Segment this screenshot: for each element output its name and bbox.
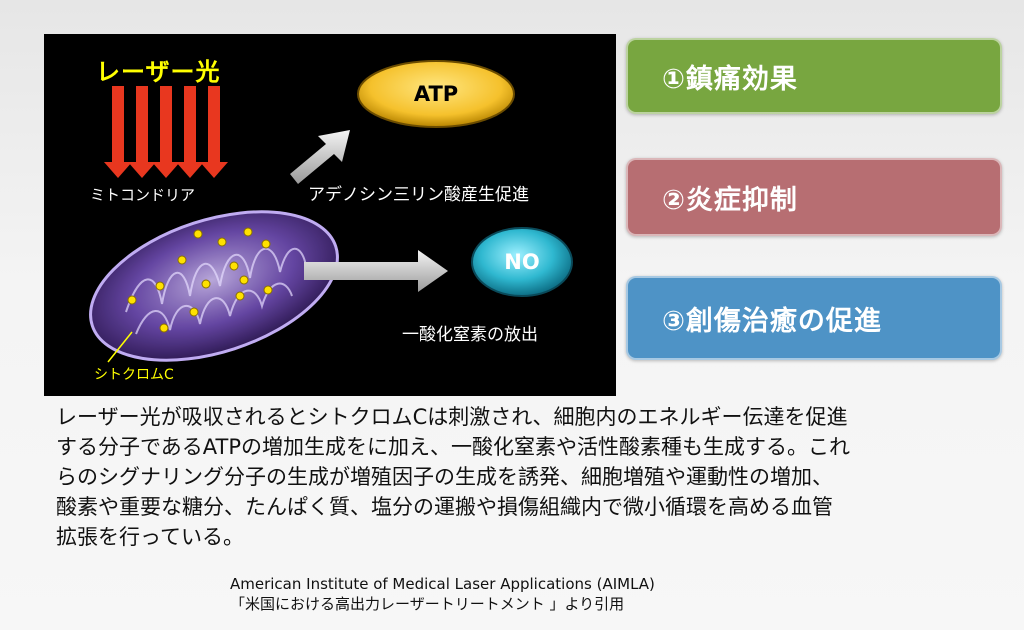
source-citation: American Institute of Medical Laser Appl…: [230, 574, 655, 614]
atp-caption: アデノシン三リン酸産生促進: [308, 185, 529, 205]
mitochondria-diagram: レーザー光 ミトコンドリア シトクロムC ATP アデノシン三リン酸産生促進 N…: [44, 34, 616, 396]
explanation-text: レーザー光が吸収されるとシトクロムCは刺激され、細胞内のエネルギー伝達を促進 す…: [56, 402, 991, 552]
mitochondrion-image: [89, 210, 339, 363]
explanation-line: する分子であるATPの増加生成をに加え、一酸化窒素や活性酸素種も生成する。これ: [56, 435, 851, 459]
cytochrome-label: シトクロムC: [94, 367, 174, 383]
source-line-2: 「米国における高出力レーザートリートメント 」より引用: [230, 595, 625, 613]
explanation-line: らのシグナリング分子の生成が増殖因子の生成を誘発、細胞増殖や運動性の増加、: [56, 465, 833, 489]
arrow-to-atp: [290, 130, 350, 184]
no-label: NO: [504, 250, 540, 274]
no-circle: [471, 227, 573, 297]
laser-title: レーザー光: [96, 58, 221, 86]
laser-arrow: [200, 86, 228, 178]
laser-arrow: [128, 86, 156, 178]
effect-anti-inflammatory: ②炎症抑制: [626, 158, 1002, 236]
source-line-1: American Institute of Medical Laser Appl…: [230, 575, 655, 593]
laser-arrow: [176, 86, 204, 178]
atp-ellipse: [357, 60, 515, 128]
laser-arrow: [104, 86, 132, 178]
laser-arrow: [152, 86, 180, 178]
explanation-line: 拡張を行っている。: [56, 525, 244, 549]
effect-wound-healing: ③創傷治癒の促進: [626, 276, 1002, 360]
explanation-line: レーザー光が吸収されるとシトクロムCは刺激され、細胞内のエネルギー伝達を促進: [56, 405, 848, 429]
arrow-to-no: [304, 250, 448, 292]
no-caption: 一酸化窒素の放出: [402, 325, 538, 345]
explanation-line: 酸素や重要な糖分、たんぱく質、塩分の運搬や損傷組織内で微小循環を高める血管: [56, 495, 833, 519]
effect-analgesic: ①鎮痛効果: [626, 38, 1002, 114]
mitochondria-label: ミトコンドリア: [90, 186, 196, 204]
laser-arrows: [104, 86, 228, 178]
atp-label: ATP: [413, 82, 459, 106]
diagram-graphics: [89, 60, 573, 363]
